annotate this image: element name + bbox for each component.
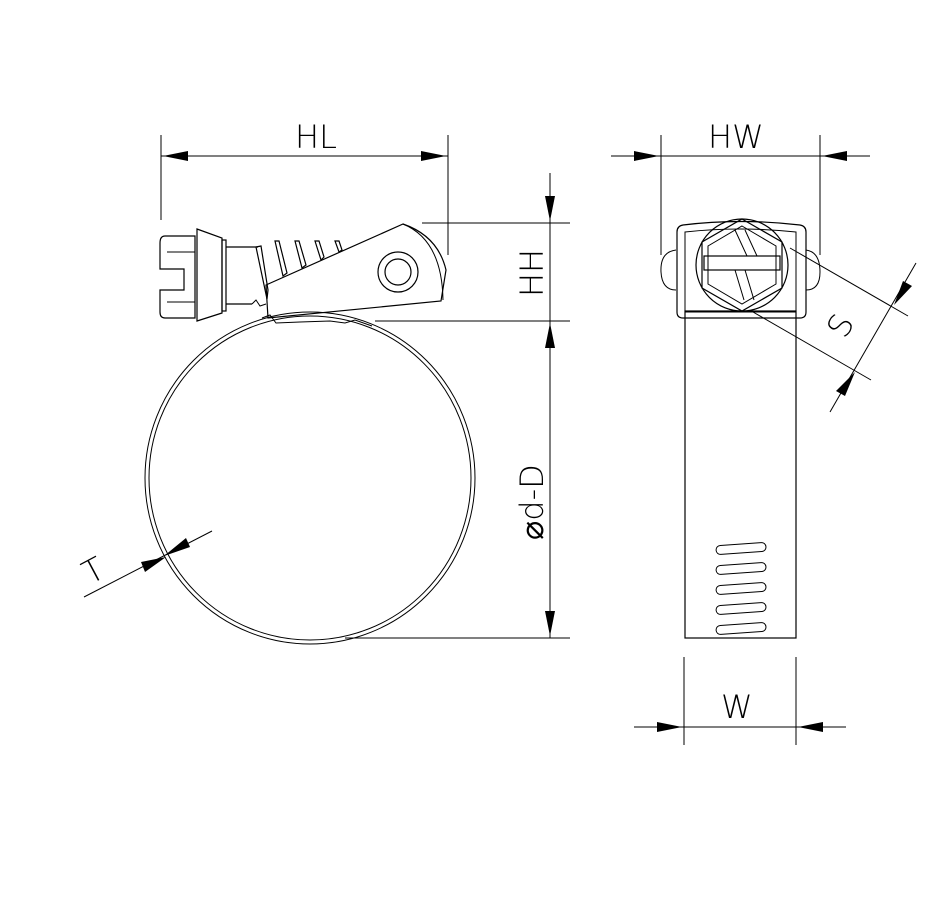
label-W: W bbox=[721, 688, 753, 726]
dim-HH-dD: HH ⌀d-D bbox=[345, 173, 570, 639]
label-T: T bbox=[76, 549, 111, 592]
band-inner bbox=[148, 315, 472, 641]
screw-head bbox=[159, 228, 267, 322]
housing-front bbox=[660, 218, 821, 319]
label-HL: HL bbox=[295, 118, 337, 156]
screw-slot bbox=[703, 255, 781, 271]
dim-S: S bbox=[752, 247, 917, 413]
dim-HL: HL bbox=[160, 118, 449, 255]
dim-W: W bbox=[634, 657, 846, 745]
dim-HW: HW bbox=[611, 118, 870, 255]
label-HH: HH bbox=[513, 249, 551, 297]
housing-rivet-outer bbox=[377, 251, 419, 293]
band-outer bbox=[144, 311, 476, 645]
label-S: S bbox=[819, 307, 862, 344]
band-slots bbox=[715, 542, 767, 635]
band-front bbox=[684, 310, 797, 639]
front-view: HW S W bbox=[611, 118, 917, 745]
label-dD: ⌀d-D bbox=[513, 464, 551, 540]
label-HW: HW bbox=[708, 118, 764, 156]
hex-head bbox=[701, 218, 783, 312]
side-view: HL HH ⌀d-D T bbox=[76, 118, 570, 645]
housing bbox=[261, 223, 447, 327]
screw-threads bbox=[255, 240, 343, 300]
housing-rivet-inner bbox=[384, 258, 412, 286]
